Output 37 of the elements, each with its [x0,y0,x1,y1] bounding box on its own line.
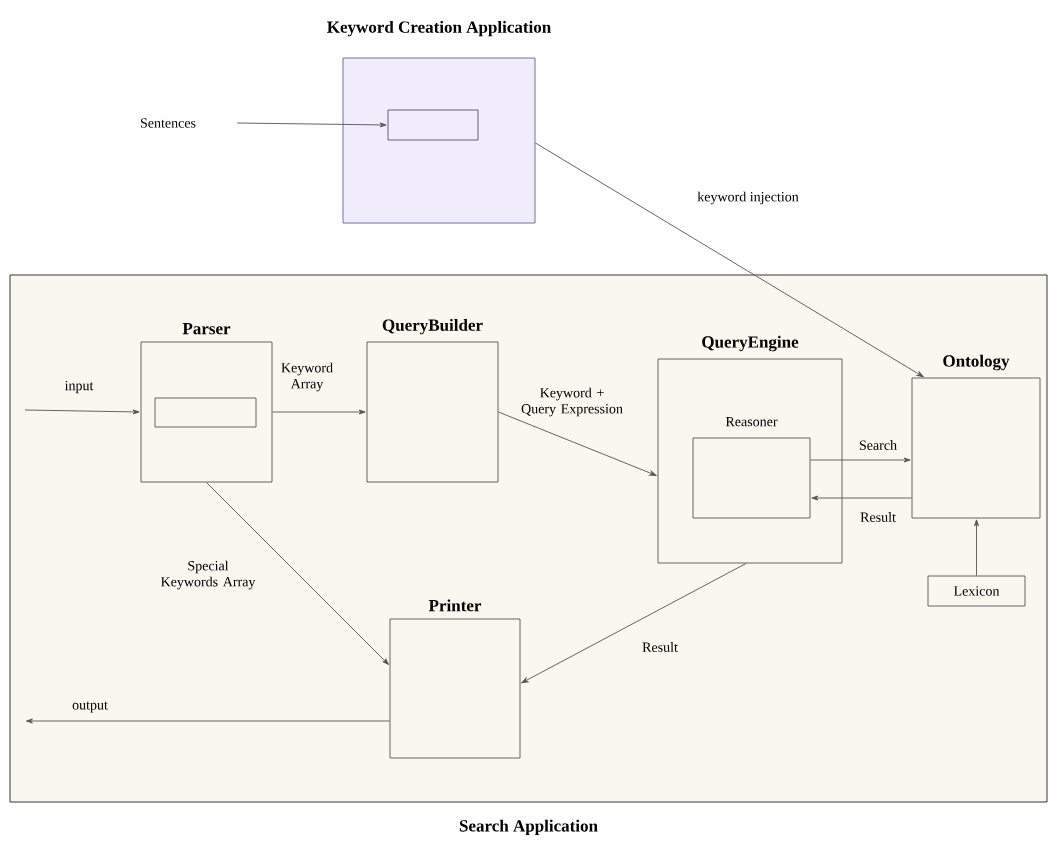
arrow [974,519,979,576]
empty-box [154,397,257,428]
node-label: Printer [428,599,482,612]
edge-label: input [64,380,94,394]
node-label: QueryBuilder [382,318,483,335]
process-box: QueryBuilder [366,318,499,483]
node-label: Keyword Creation Application [327,20,551,37]
edge-label: Result [642,642,678,652]
process-box: Lexicon [927,575,1026,607]
edge-label: Result [860,512,896,522]
node-label: Ontology [943,354,1010,371]
arrow [535,142,924,378]
edge-label: Search [859,440,897,450]
node-label: Reasoner [725,417,778,427]
edge-label: output [72,701,108,713]
arrow [206,482,389,665]
application-panel: Keyword Creation Application [327,20,551,224]
process-box: Ontology [911,354,1041,519]
arrow [810,457,911,463]
arrow [24,409,140,415]
arrow [25,718,390,724]
arrow [272,409,366,415]
arrow [498,411,657,476]
edge-label: Special Keywords Array [161,560,256,590]
node-label: QueryEngine [702,335,799,352]
node-label: Parser [182,323,231,335]
edge-label: keyword injection [697,191,799,205]
edge-label: Keyword + Query Expression [521,387,623,417]
arrow [236,122,387,128]
edge-label: Keyword Array [281,362,333,392]
process-box: Printer [389,599,521,759]
arrow [811,495,912,501]
arrow [521,563,747,684]
process-box: Reasoner [692,417,811,519]
node-label: Search Application [459,819,598,836]
empty-box [387,109,479,141]
input-text: Sentences [140,118,196,128]
